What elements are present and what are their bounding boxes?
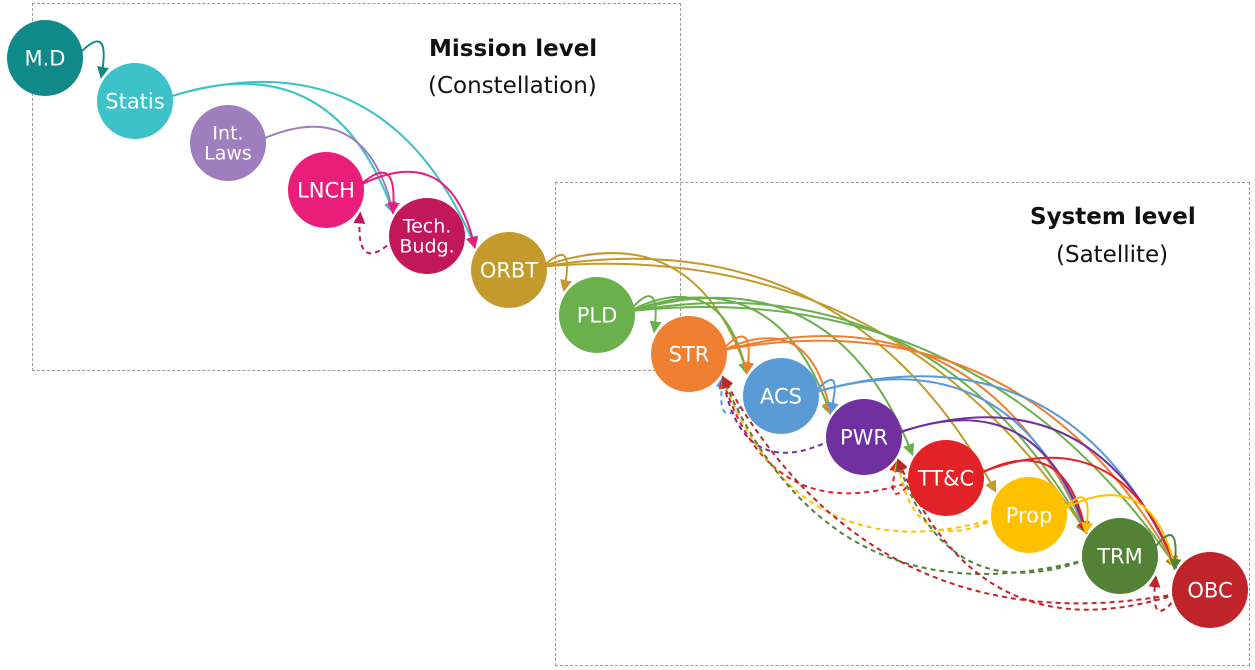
edge-orbt-to-pld <box>541 254 572 292</box>
edge-m-d-to-statis <box>77 40 109 79</box>
edge-ttandc-to-str <box>719 376 914 495</box>
node-label-tech-budg-1: Tech. <box>402 216 452 238</box>
node-label-int-laws-1: Int. <box>212 123 243 145</box>
edge-ttandc-to-obc <box>978 456 1178 570</box>
edge-int-laws-to-tech-budg <box>260 125 397 215</box>
node-trm: TRM <box>1082 518 1158 594</box>
node-prop: Prop <box>991 477 1067 553</box>
edge-acs-to-pwr <box>813 379 839 415</box>
node-label-m-d: M.D <box>25 46 66 70</box>
node-circle-ttandc <box>908 440 984 516</box>
node-label-int-laws-2: Laws <box>204 143 252 165</box>
edge-trm-to-pwr <box>895 458 1088 574</box>
node-pwr: PWR <box>826 399 902 475</box>
edge-prop-to-pwr <box>893 459 997 532</box>
system-level-subtitle: (Satellite) <box>1056 242 1169 268</box>
node-label-obc: OBC <box>1187 578 1232 602</box>
edge-str-to-acs <box>721 335 755 375</box>
edge-pwr-to-str <box>718 376 832 454</box>
edge-tech-budg-to-lnch <box>353 211 395 255</box>
edge-statis-to-orbt <box>167 80 477 249</box>
mission-level-title: Mission level <box>429 36 598 62</box>
node-str: STR <box>651 316 727 392</box>
node-circle-str <box>651 316 727 392</box>
edge-obc-to-pwr <box>896 458 1178 611</box>
node-label-tech-budg-2: Budg. <box>399 236 454 258</box>
node-pld: PLD <box>559 277 635 353</box>
node-label-lnch: LNCH <box>297 178 355 202</box>
node-circle-pld <box>559 277 635 353</box>
edge-trm-to-str <box>721 376 1088 575</box>
edge-prop-to-obc <box>1061 494 1179 570</box>
node-circle-prop <box>991 477 1067 553</box>
node-label-str: STR <box>669 342 710 366</box>
edge-orbt-to-trm <box>542 262 1088 534</box>
edge-pld-to-pwr <box>629 296 833 416</box>
node-circle-pwr <box>826 399 902 475</box>
node-circle-tech-budg <box>389 198 465 274</box>
edge-obc-to-str <box>722 375 1178 605</box>
mission-level-region <box>32 3 681 371</box>
node-label-acs: ACS <box>760 384 802 408</box>
edge-lnch-to-orbt <box>358 170 479 249</box>
node-circle-trm <box>1082 518 1158 594</box>
node-ttandc: TT&C <box>908 440 984 516</box>
edge-str-to-obc <box>721 339 1177 569</box>
mission-level-subtitle: (Constellation) <box>428 73 597 99</box>
edge-acs-to-str <box>715 375 749 415</box>
node-circle-m-d <box>7 20 83 96</box>
node-tech-budg: Tech.Budg. <box>389 198 465 274</box>
node-circle-lnch <box>288 152 364 228</box>
edge-prop-to-trm <box>1061 496 1094 535</box>
node-circle-acs <box>743 358 819 434</box>
node-m-d: M.D <box>7 20 83 96</box>
node-circle-obc <box>1172 552 1248 628</box>
node-lnch: LNCH <box>288 152 364 228</box>
edge-trm-to-obc <box>1151 534 1182 571</box>
node-orbt: ORBT <box>471 232 547 308</box>
node-label-ttandc: TT&C <box>917 466 974 490</box>
edge-pld-to-ttandc <box>629 296 915 457</box>
node-acs: ACS <box>743 358 819 434</box>
edge-pld-to-obc <box>629 306 1178 569</box>
system-level-title: System level <box>1030 204 1196 230</box>
node-int-laws: Int.Laws <box>190 105 266 181</box>
edge-pld-to-str <box>629 295 662 334</box>
system-level-region <box>555 182 1250 666</box>
node-label-pld: PLD <box>577 303 618 327</box>
node-circle-statis <box>97 63 173 139</box>
edge-obc-to-trm <box>1148 575 1179 612</box>
node-obc: OBC <box>1172 552 1248 628</box>
node-label-orbt: ORBT <box>480 258 539 282</box>
node-circle-int-laws <box>190 105 266 181</box>
node-label-prop: Prop <box>1006 503 1053 527</box>
node-label-pwr: PWR <box>840 425 888 449</box>
node-label-statis: Statis <box>105 89 164 113</box>
node-label-trm: TRM <box>1096 544 1143 568</box>
node-statis: Statis <box>97 63 173 139</box>
node-circle-orbt <box>471 232 547 308</box>
